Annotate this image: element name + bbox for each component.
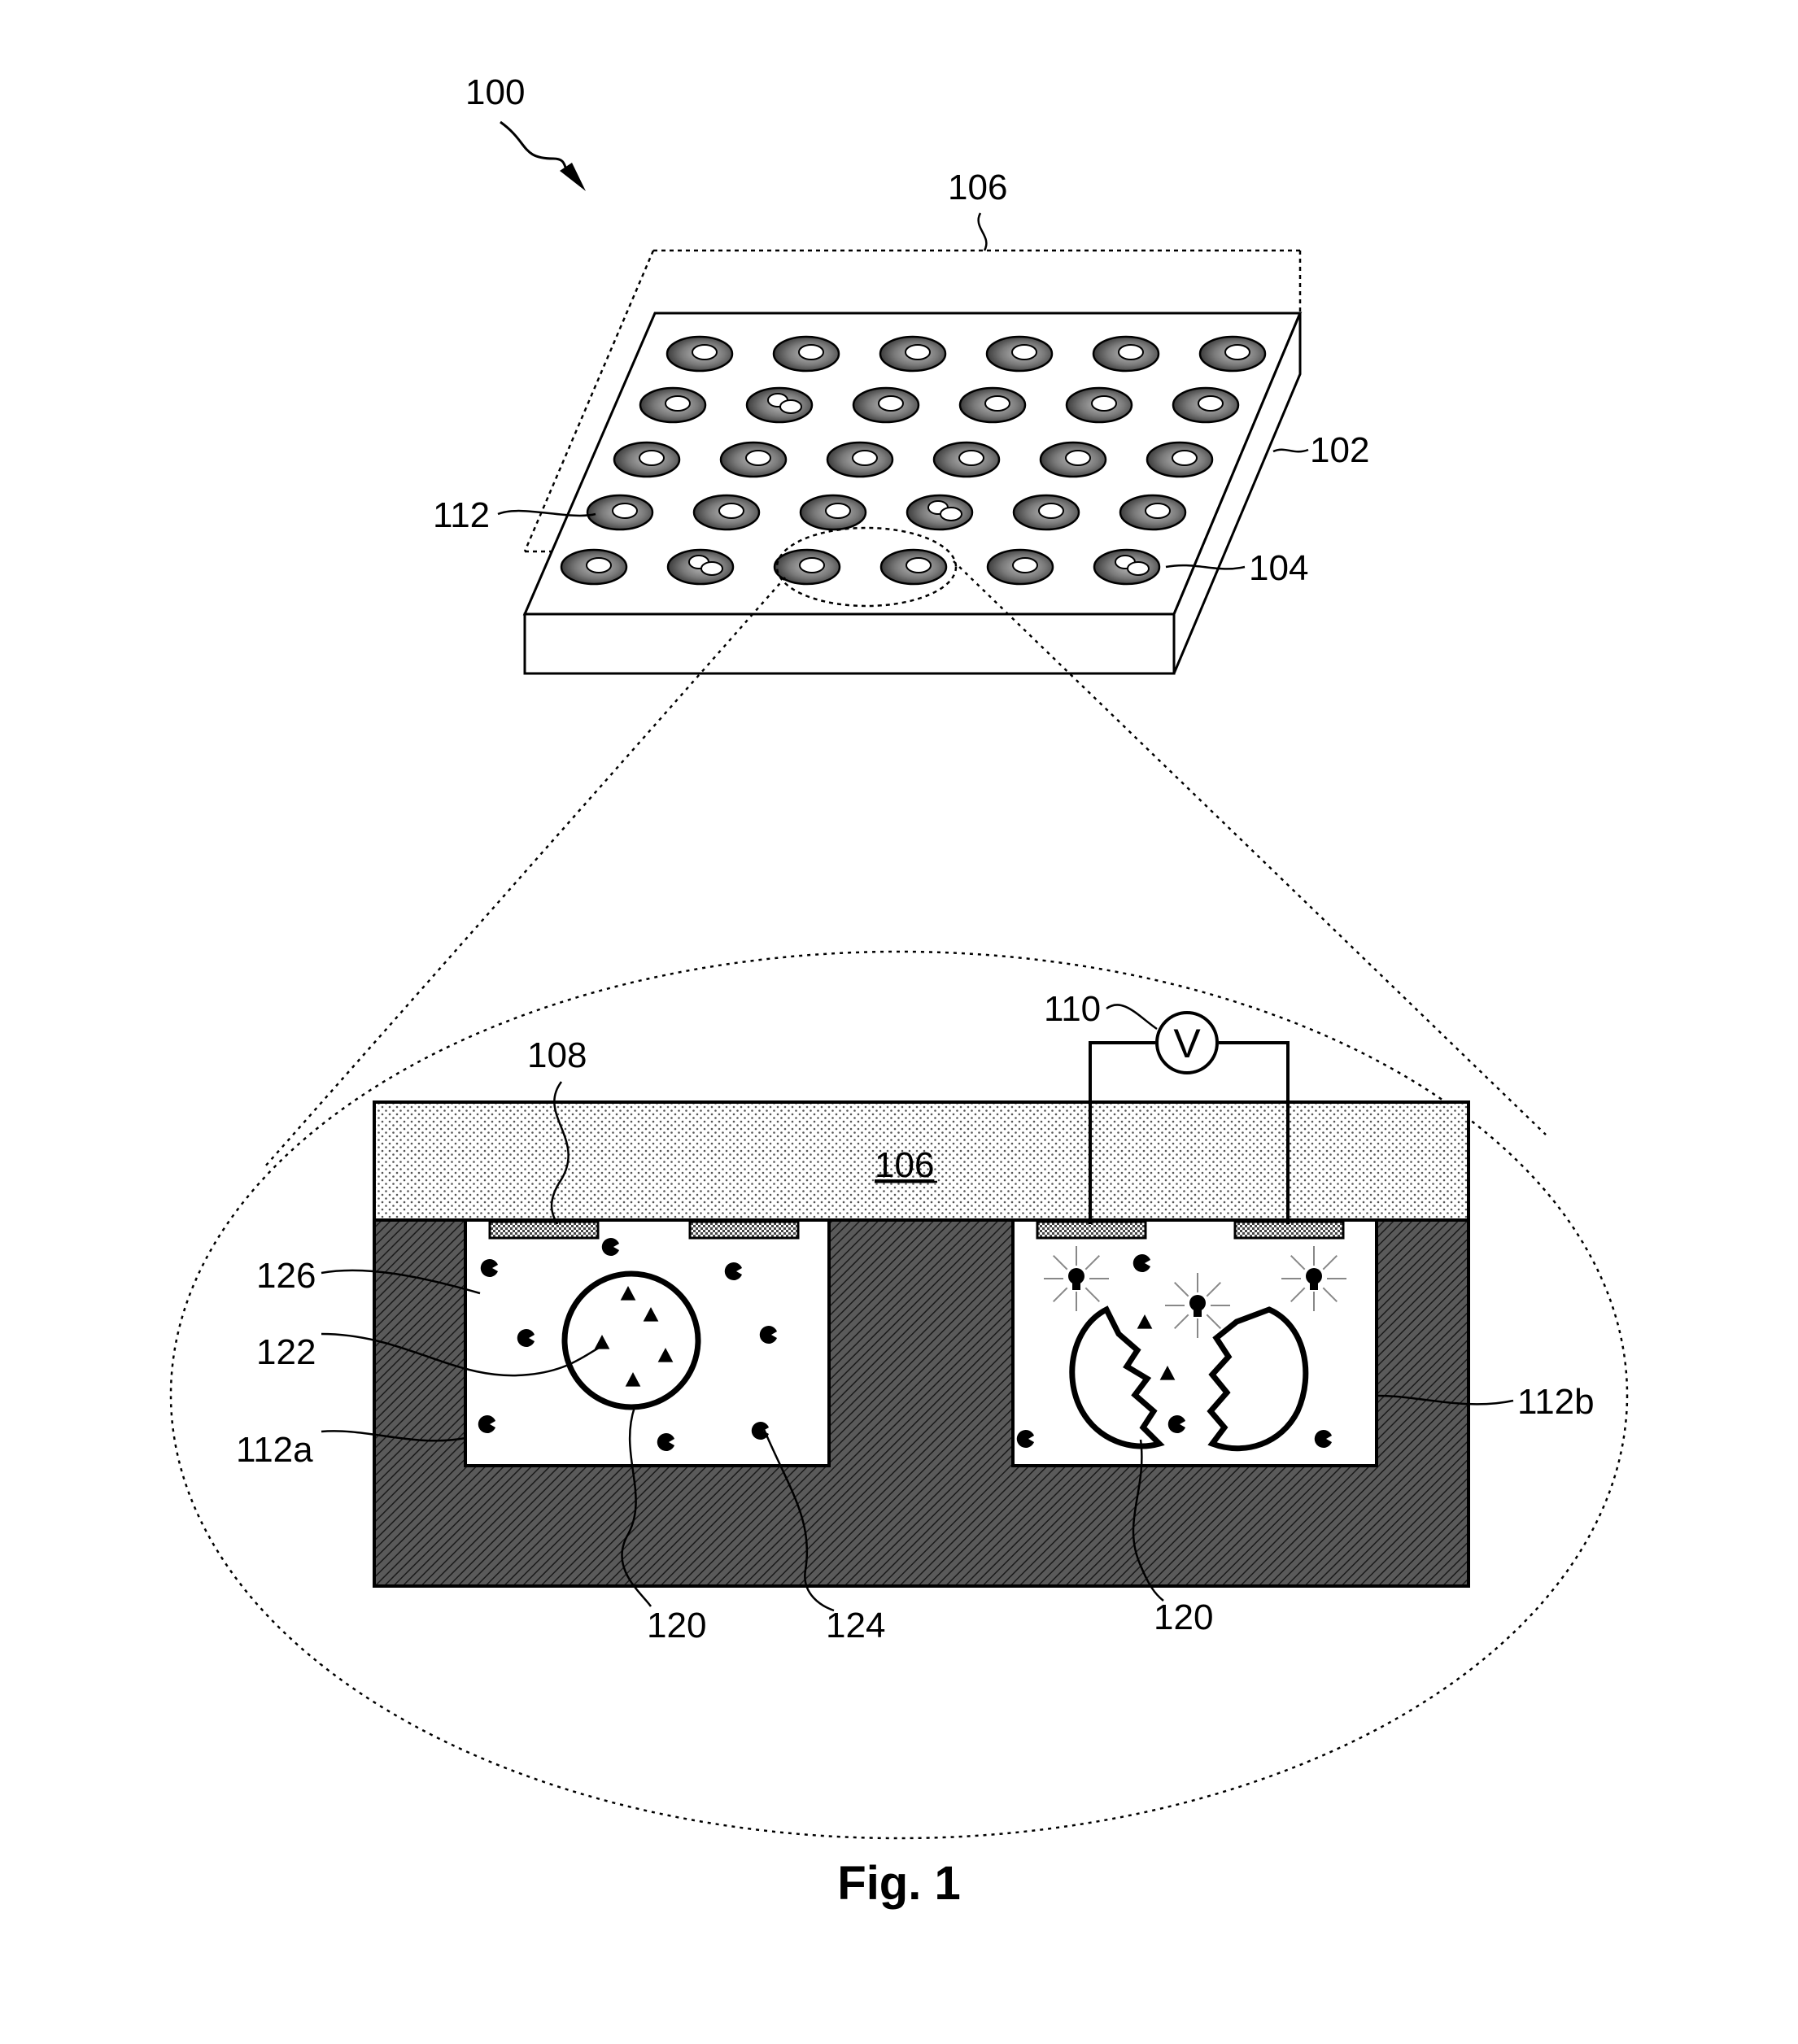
well: [774, 337, 839, 371]
well: [880, 337, 945, 371]
well: [668, 550, 733, 584]
well: [614, 442, 679, 477]
droplet: [1172, 451, 1197, 465]
activated-reporter: [1165, 1273, 1230, 1338]
detail-view: 106 108 V 110: [171, 952, 1627, 1838]
droplet: [1198, 396, 1223, 411]
droplet: [1012, 345, 1036, 360]
well: [1067, 388, 1132, 422]
label-104: 104: [1249, 548, 1308, 588]
label-112a: 112a: [236, 1430, 313, 1470]
well: [1014, 495, 1079, 530]
droplet: [906, 345, 930, 360]
droplet: [613, 503, 637, 518]
label-108: 108: [527, 1035, 587, 1075]
well: [561, 550, 626, 584]
well: [1093, 337, 1159, 371]
substrate-front-face: [525, 614, 1174, 673]
droplet: [1092, 396, 1116, 411]
well: [721, 442, 786, 477]
well: [960, 388, 1025, 422]
electrode-left-b: [690, 1222, 798, 1238]
droplet: [985, 396, 1010, 411]
droplet: [1128, 562, 1149, 575]
droplet: [853, 451, 877, 465]
well: [587, 495, 652, 530]
droplet: [1013, 558, 1037, 573]
droplet: [719, 503, 744, 518]
label-122: 122: [256, 1332, 316, 1372]
droplet: [1225, 345, 1250, 360]
droplet: [1039, 503, 1063, 518]
droplet: [639, 451, 664, 465]
label-120-right: 120: [1154, 1597, 1213, 1637]
label-112: 112: [433, 495, 490, 535]
voltmeter-symbol: V: [1173, 1021, 1201, 1066]
droplet: [1066, 451, 1090, 465]
well: [1094, 550, 1159, 584]
droplet: [959, 451, 984, 465]
arrow-100-head: [560, 163, 586, 191]
leader-110: [1106, 1005, 1157, 1029]
droplet: [701, 562, 722, 575]
well: [1041, 442, 1106, 477]
well: [801, 495, 866, 530]
well: [1147, 442, 1212, 477]
well: [987, 337, 1052, 371]
well: [934, 442, 999, 477]
label-112b: 112b: [1517, 1382, 1595, 1422]
droplet: [800, 558, 824, 573]
label-106-detail: 106: [875, 1145, 934, 1185]
label-110: 110: [1044, 989, 1101, 1029]
droplet: [879, 396, 903, 411]
label-124: 124: [826, 1606, 885, 1645]
droplet: [1146, 503, 1170, 518]
well: [827, 442, 892, 477]
well: [694, 495, 759, 530]
leader-106-top: [979, 213, 987, 251]
well: [881, 550, 946, 584]
label-102: 102: [1310, 430, 1369, 470]
droplet: [666, 396, 690, 411]
label-100: 100: [465, 72, 525, 112]
droplet: [906, 558, 931, 573]
well: [667, 337, 732, 371]
well: [1120, 495, 1185, 530]
droplet: [1119, 345, 1143, 360]
droplet: [587, 558, 611, 573]
activated-reporter: [1044, 1246, 1109, 1311]
chip-3d: 100 106 102 112 104: [433, 72, 1369, 673]
well: [1200, 337, 1265, 371]
droplet: [799, 345, 823, 360]
well: [988, 550, 1053, 584]
figure-caption: Fig. 1: [837, 1857, 960, 1910]
well: [907, 495, 972, 530]
droplet: [780, 400, 801, 413]
well: [853, 388, 919, 422]
well: [640, 388, 705, 422]
well-112b: [1013, 1220, 1377, 1466]
label-106-top: 106: [948, 168, 1007, 207]
electrode-left-a: [490, 1222, 598, 1238]
well: [747, 388, 812, 422]
droplet: [692, 345, 717, 360]
droplet: [940, 508, 962, 521]
label-120-left: 120: [647, 1606, 706, 1645]
well: [1173, 388, 1238, 422]
label-126: 126: [256, 1256, 316, 1296]
droplet: [826, 503, 850, 518]
leader-102: [1273, 450, 1308, 452]
droplet: [746, 451, 770, 465]
activated-reporter: [1281, 1246, 1346, 1311]
